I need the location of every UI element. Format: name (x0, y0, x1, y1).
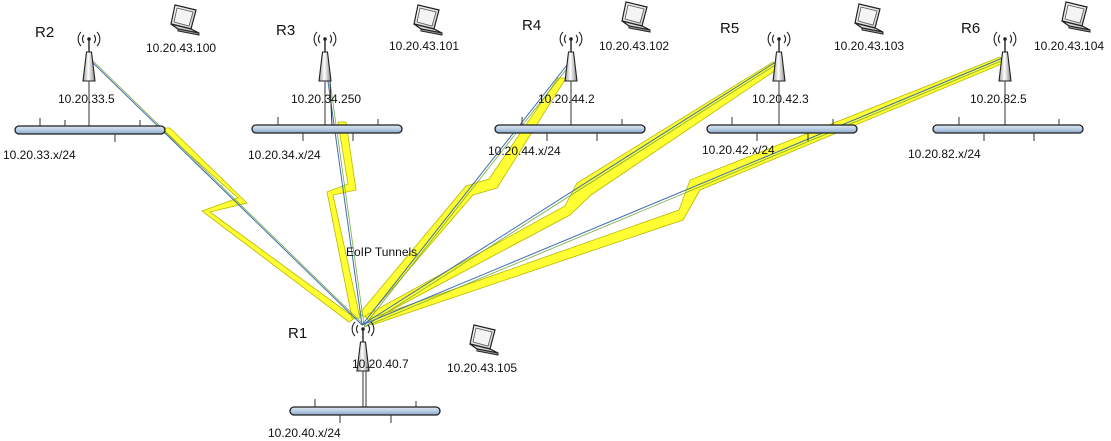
lan-bus-r3 (251, 117, 403, 141)
router-ip-r5: 10.20.42.3 (752, 92, 809, 106)
antenna-icon (767, 31, 791, 82)
lan-bus-r6 (932, 117, 1084, 141)
network-label-r2: 10.20.33.x/24 (3, 148, 76, 162)
network-label-r3: 10.20.34.x/24 (248, 148, 321, 162)
laptop-icon (413, 4, 443, 36)
network-label-r4: 10.20.44.x/24 (488, 144, 561, 158)
antenna-icon (77, 31, 101, 82)
laptop-icon (170, 4, 200, 36)
link-r5 (361, 59, 780, 326)
router-ip-r4: 10.20.44.2 (538, 92, 595, 106)
lan-bus-r5 (706, 117, 858, 141)
laptop-ip-r1: 10.20.43.105 (447, 361, 517, 375)
router-name-r3: R3 (276, 22, 295, 39)
eoip-tunnel-bolt-r3 (326, 121, 361, 319)
link-r6 (361, 56, 1006, 326)
router-r4-group: R4 10.20.44.2 10.20.43.102 10.20.44.x/24 (488, 1, 669, 158)
router-ip-r2: 10.20.33.5 (58, 92, 115, 106)
lan-bus-r1 (289, 399, 441, 423)
tunnel-label: EoIP Tunnels (346, 245, 417, 259)
router-ip-r1: 10.20.40.7 (352, 357, 409, 371)
laptop-ip-r6: 10.20.43.104 (1034, 39, 1104, 53)
laptop-icon (621, 1, 651, 33)
router-name-r6: R6 (961, 20, 980, 37)
network-label-r5: 10.20.42.x/24 (702, 143, 775, 157)
network-label-r1: 10.20.40.x/24 (268, 426, 341, 440)
laptop-icon (469, 324, 499, 356)
laptop-ip-r3: 10.20.43.101 (389, 39, 459, 53)
router-ip-r3: 10.20.34.250 (291, 92, 361, 106)
antenna-icon (313, 31, 337, 82)
tunnel-links (89, 56, 1007, 328)
lan-bus-r2 (14, 118, 166, 142)
router-name-r1: R1 (288, 325, 307, 342)
lan-bus-r4 (494, 117, 646, 141)
router-name-r2: R2 (35, 24, 54, 41)
laptop-icon (854, 3, 884, 35)
laptop-ip-r2: 10.20.43.100 (146, 41, 216, 55)
router-r5-group: R5 10.20.42.3 10.20.43.103 10.20.42.x/24 (702, 3, 904, 157)
router-r2-group: R2 10.20.33.5 10.20.43.100 10.20.33.x/24 (3, 4, 216, 162)
router-name-r5: R5 (720, 20, 739, 37)
laptop-ip-r5: 10.20.43.103 (834, 39, 904, 53)
network-label-r6: 10.20.82.x/24 (908, 147, 981, 161)
laptop-ip-r4: 10.20.43.102 (599, 39, 669, 53)
laptop-icon (1061, 1, 1091, 33)
router-r6-group: R6 10.20.82.5 10.20.43.104 10.20.82.x/24 (908, 1, 1104, 161)
router-r1-group: R1 10.20.40.7 10.20.43.105 10.20.40.x/24 (268, 321, 517, 440)
router-ip-r6: 10.20.82.5 (970, 92, 1027, 106)
link-r4 (361, 59, 572, 326)
antenna-icon (993, 31, 1017, 82)
router-r3-group: R3 10.20.34.250 10.20.43.101 10.20.34.x/… (248, 4, 459, 162)
router-name-r4: R4 (522, 17, 541, 34)
link-r2 (89, 59, 363, 326)
